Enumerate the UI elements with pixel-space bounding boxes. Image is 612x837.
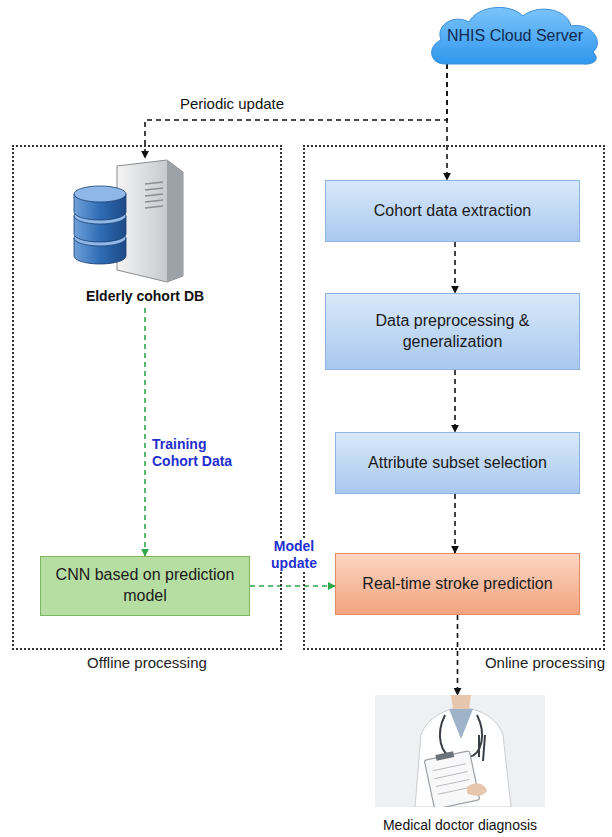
- doctor-illustration: Medical doctor diagnosis: [375, 695, 545, 833]
- model-box: CNN based on prediction model: [40, 556, 250, 616]
- cloud-server: NHIS Cloud Server: [425, 2, 605, 70]
- node-label: CNN based on prediction model: [51, 565, 239, 607]
- process-box: Cohort data extraction: [325, 180, 580, 242]
- node-label: Medical doctor diagnosis: [365, 817, 555, 833]
- dashed-arrow: [454, 370, 456, 432]
- dashed-arrow: [144, 308, 146, 556]
- cloud-outline: [432, 7, 598, 64]
- processing-group: Online processingCohort data extractionD…: [303, 145, 605, 650]
- process-box: Attribute subset selection: [335, 432, 580, 494]
- node-label: Attribute subset selection: [368, 453, 547, 474]
- dashed-arrow: [457, 615, 459, 695]
- edge-label: Periodic update: [155, 95, 309, 113]
- group-label: Online processing: [485, 654, 605, 671]
- node-label: Cohort data extraction: [374, 201, 531, 222]
- dashed-arrow: [250, 585, 335, 587]
- process-box: Data preprocessing & generalization: [325, 293, 580, 370]
- edge-label: Training Cohort Data: [150, 436, 238, 470]
- server-icon: [55, 158, 235, 283]
- node-label: Real-time stroke prediction: [362, 574, 552, 595]
- dashed-arrow: [454, 242, 456, 293]
- processing-group: Offline processingElderly cohort DBCNN b…: [12, 145, 282, 650]
- node-label: Elderly cohort DB: [55, 288, 235, 304]
- group-label: Offline processing: [14, 654, 280, 671]
- dashed-arrow: [145, 64, 447, 158]
- dashed-arrow: [454, 494, 456, 553]
- node-label: NHIS Cloud Server: [447, 27, 583, 45]
- database-server: Elderly cohort DB: [55, 158, 235, 308]
- node-label: Data preprocessing & generalization: [336, 311, 569, 353]
- dashed-arrow: [446, 64, 448, 180]
- doctor-photo: [375, 695, 545, 807]
- edge-label: Model update: [262, 538, 326, 572]
- prediction-box: Real-time stroke prediction: [335, 553, 580, 615]
